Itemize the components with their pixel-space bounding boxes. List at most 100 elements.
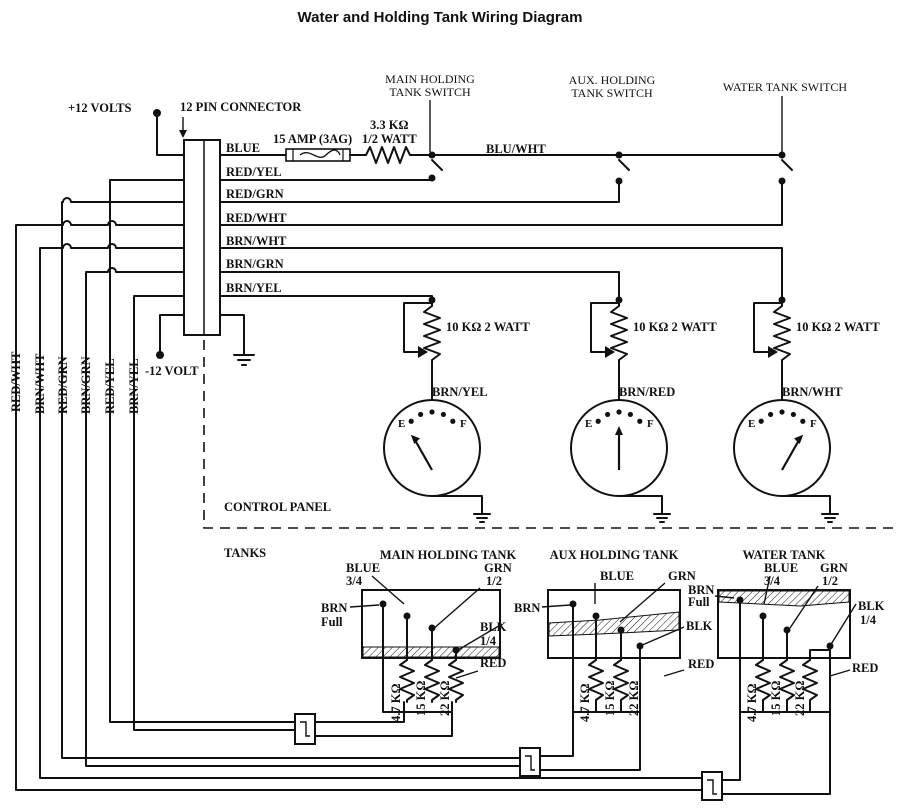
water-tank-r3: 22 KΩ	[793, 681, 807, 716]
main-switch-pivot	[428, 151, 436, 159]
gauge-2: 10 KΩ 2 WATT BRN/RED E F	[570, 296, 717, 497]
minus-terminal-dot	[156, 351, 164, 359]
water-switch-contact	[778, 177, 786, 185]
connector-block	[183, 139, 221, 336]
main-tank-grn: GRN	[484, 561, 512, 575]
red-grn-wire	[219, 179, 620, 203]
main-tank-brn: BRN	[321, 601, 347, 615]
main-tank-blue: BLUE	[346, 561, 380, 575]
gauge-2-empty: E	[585, 418, 592, 430]
aux-tank-r3: 22 KΩ	[627, 681, 641, 716]
pot-1-label: 10 KΩ 2 WATT	[446, 320, 530, 334]
plus-12-wire	[156, 112, 185, 156]
connector-plug-main-icon	[294, 701, 453, 745]
main-tank-brn-level: Full	[321, 615, 343, 629]
fuse-label: 15 AMP (3AG)	[273, 132, 352, 146]
main-switch-contact	[428, 174, 436, 182]
water-tank-grn-level: 1/2	[822, 574, 838, 588]
bus-label: BLU/WHT	[486, 142, 546, 156]
brn-grn-feed	[219, 271, 620, 301]
water-tank-name: WATER TANK	[742, 548, 825, 562]
left-wire-brn-wht: BRN/WHT	[33, 353, 47, 414]
water-tank-r1: 4.7 KΩ	[745, 684, 759, 722]
plus-12-volts-label: +12 VOLTS	[68, 101, 132, 115]
wire-label-brn-yel: BRN/YEL	[226, 281, 282, 295]
red-wht-wire	[219, 180, 783, 226]
harness-brn-wht	[39, 243, 707, 779]
harness-red-wht	[15, 220, 707, 791]
aux-switch-label-2: TANK SWITCH	[571, 86, 653, 100]
gauge-marks	[408, 409, 806, 424]
resistor-value-label: 3.3 KΩ	[370, 118, 408, 132]
main-switch-blade	[431, 159, 443, 171]
connector-label: 12 PIN CONNECTOR	[180, 100, 302, 114]
main-tank-red: RED	[480, 656, 506, 670]
wire-label-brn-grn: BRN/GRN	[226, 257, 284, 271]
gauge-2-tick-5	[637, 418, 643, 424]
aux-tank-name: AUX HOLDING TANK	[550, 548, 679, 562]
left-wire-red-grn: RED/GRN	[56, 356, 70, 414]
aux-tank-r2: 15 KΩ	[603, 681, 617, 716]
gauge-needles	[410, 426, 804, 471]
pot-3-label: 10 KΩ 2 WATT	[796, 320, 880, 334]
main-tank-r3: 22 KΩ	[438, 681, 452, 716]
left-wire-red-yel: RED/YEL	[103, 358, 117, 414]
left-wire-red-wht: RED/WHT	[9, 351, 23, 412]
gauge-2-wire-label: BRN/RED	[619, 385, 675, 399]
water-tank-blk: BLK	[858, 599, 885, 613]
harness-brn-yel	[133, 295, 301, 731]
water-switch-label: WATER TANK SWITCH	[723, 80, 847, 94]
connector-plug-water-icon	[701, 701, 831, 801]
water-tank-grn: GRN	[820, 561, 848, 575]
ground-wire	[219, 314, 245, 356]
gauge-3-tick-4	[790, 411, 796, 418]
gauge-1-wire-label: BRN/YEL	[432, 385, 488, 399]
connector-plug-aux-icon	[519, 701, 641, 777]
gauge-1-empty: E	[398, 418, 405, 430]
gauge-3: 10 KΩ 2 WATT BRN/WHT E F	[733, 296, 880, 497]
main-tank-blk: BLK	[480, 620, 507, 634]
resistor-3-3k-icon	[349, 146, 433, 164]
water-tank-blue: BLUE	[764, 561, 798, 575]
brn-wht-feed	[219, 247, 783, 301]
aux-tank-blk: BLK	[686, 619, 713, 633]
harness-red-yel	[109, 179, 301, 723]
diagram-title: Water and Holding Tank Wiring Diagram	[298, 9, 583, 26]
gauge-3-tick-3	[779, 409, 785, 415]
aux-holding-tank: AUX HOLDING TANK BLUE GRN BRN BLK RED 4.…	[514, 548, 714, 722]
main-tank-r1: 4.7 KΩ	[389, 684, 403, 722]
left-wire-brn-grn: BRN/GRN	[79, 356, 93, 414]
gauge-3-empty: E	[748, 418, 755, 430]
gauge-1-tick-5	[450, 418, 456, 424]
gauge-2-tick-3	[616, 409, 622, 415]
water-tank-brn-level: Full	[688, 595, 710, 609]
tanks-label: TANKS	[224, 546, 266, 560]
brn-yel-feed	[219, 295, 433, 301]
gauge-3-tick-5	[800, 418, 806, 424]
gauge-3-tick-1	[758, 418, 764, 424]
gauge-2-needle-arrow-icon	[615, 426, 623, 435]
main-holding-tank: MAIN HOLDING TANK BLUE 3/4 GRN 1/2 BRN F…	[321, 548, 516, 722]
pot-2-label: 10 KΩ 2 WATT	[633, 320, 717, 334]
minus-12-volt-label: -12 VOLT	[145, 364, 199, 378]
water-switch-pivot	[778, 151, 786, 159]
aux-tank-red: RED	[688, 657, 714, 671]
wire-label-blue: BLUE	[226, 141, 260, 155]
gauge-1-needle-arrow-icon	[410, 434, 420, 444]
gauge-2-tick-4	[627, 411, 633, 418]
water-switch-blade	[781, 159, 793, 171]
ground-icon	[233, 354, 255, 366]
gauge-2-tick-2	[605, 411, 611, 418]
water-tank-blk-level: 1/4	[860, 613, 877, 627]
main-tank-blue-level: 3/4	[346, 574, 363, 588]
resistor-rating-label: 1/2 WATT	[362, 132, 417, 146]
water-tank-r2: 15 KΩ	[769, 681, 783, 716]
aux-switch-pivot	[615, 151, 623, 159]
water-tank-red: RED	[852, 661, 878, 675]
minus-12-wire	[159, 314, 185, 356]
gauge-1-tick-2	[418, 411, 424, 418]
gauge-1-tick-1	[408, 418, 414, 424]
connector-arrow-icon	[179, 130, 187, 138]
main-tank-name: MAIN HOLDING TANK	[380, 548, 517, 562]
